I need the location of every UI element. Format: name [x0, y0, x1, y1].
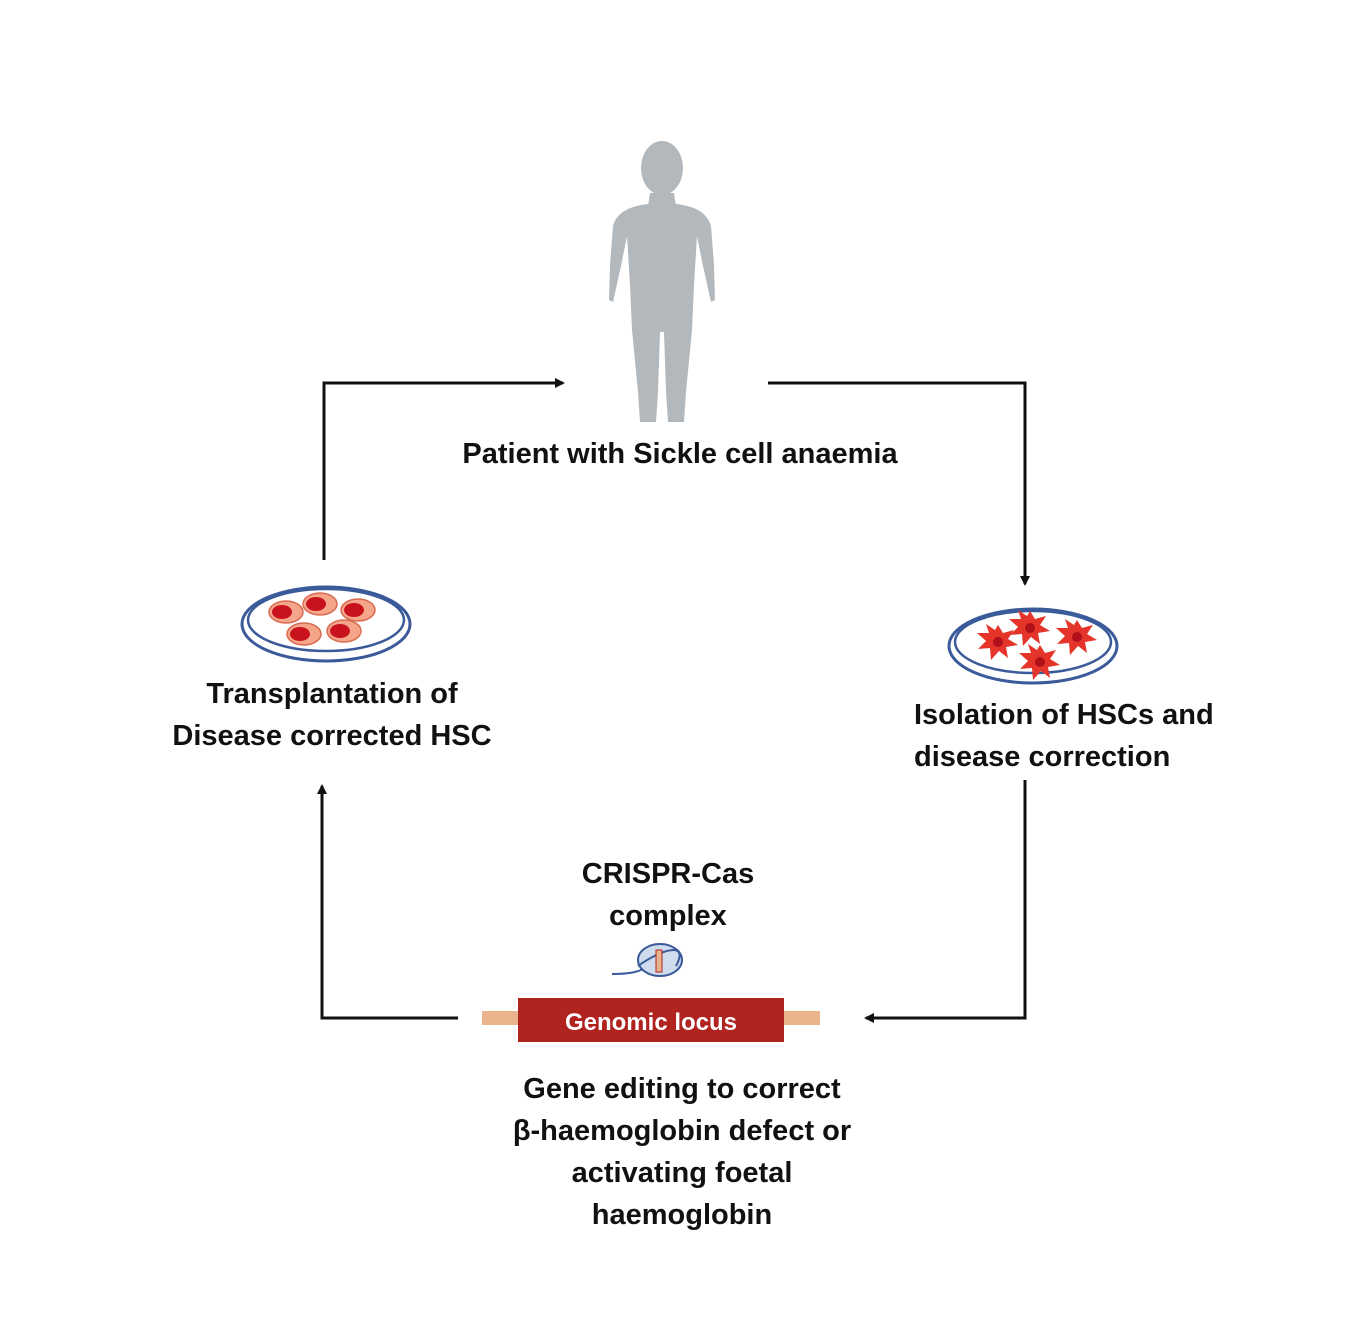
healthy-cell	[326, 619, 362, 643]
transplant-label-line: Disease corrected HSC	[172, 720, 492, 752]
crispr-label-line: CRISPR-Cas	[581, 858, 755, 890]
isolation-label-line: Isolation of HSCs and	[914, 699, 1214, 731]
gene-editing-label-line: activating foetal	[571, 1157, 793, 1189]
petri-dish-sickle-cells-icon	[947, 607, 1119, 685]
gene-editing-label-line: β-haemoglobin defect or	[512, 1115, 852, 1147]
sickle-cell	[1056, 619, 1097, 655]
patient-label: Patient with Sickle cell anaemia	[462, 438, 898, 470]
transplant-label-line: Transplantation of	[206, 678, 458, 710]
healthy-cell	[268, 600, 304, 624]
arrow-transplant-to-patient	[322, 378, 565, 560]
flow-arrows	[317, 378, 1030, 1023]
genomic-locus-label: Genomic locus	[564, 1009, 738, 1036]
isolation-label: Isolation of HSCs and disease correction	[914, 694, 1274, 778]
isolation-label-line: disease correction	[914, 741, 1171, 773]
gene-editing-label-line: Gene editing to correct	[523, 1073, 841, 1105]
gene-editing-label-line: haemoglobin	[591, 1199, 773, 1231]
petri-dish-healthy-cells-icon	[240, 585, 412, 663]
crispr-label-line: complex	[609, 900, 727, 932]
sickle-cell	[977, 624, 1018, 660]
healthy-cell	[340, 598, 376, 622]
arrow-patient-to-isolation	[768, 381, 1030, 586]
arrow-locus-to-transplant	[317, 784, 458, 1020]
healthy-cell	[302, 592, 338, 616]
sickle-cell	[1019, 644, 1060, 680]
human-silhouette-icon	[609, 141, 715, 422]
sickle-cell	[1009, 610, 1050, 646]
crispr-cas-complex-icon	[611, 943, 683, 977]
arrow-isolation-to-locus	[864, 780, 1027, 1023]
gene-editing-label: Gene editing to correct β-haemoglobin de…	[432, 1068, 932, 1236]
genomic-locus	[482, 998, 820, 1042]
healthy-cell	[286, 622, 322, 646]
crispr-label: CRISPR-Cas complex	[518, 853, 818, 937]
transplant-label: Transplantation of Disease corrected HSC	[132, 673, 532, 757]
